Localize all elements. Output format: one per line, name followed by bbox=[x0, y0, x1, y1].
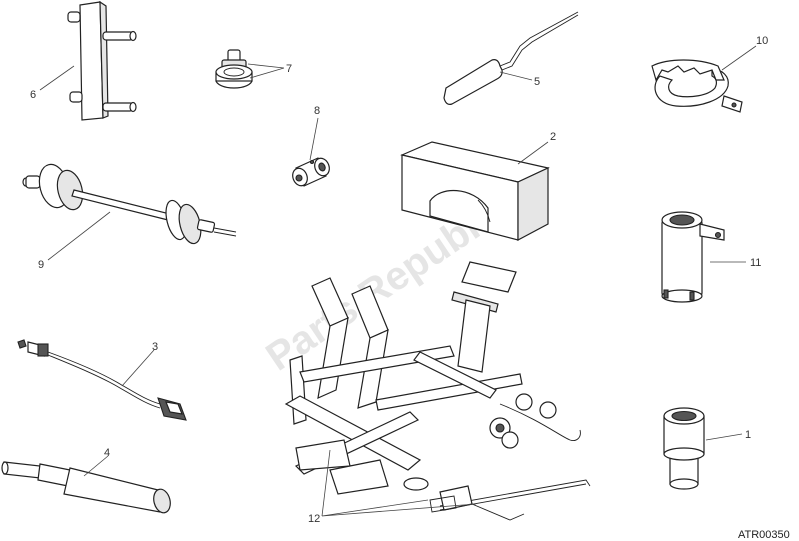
callout-10: 10 bbox=[756, 35, 768, 47]
callout-labels: 6 7 8 5 10 2 9 11 3 1 4 12 ATR00350 bbox=[30, 35, 790, 541]
part-6-pin-bracket bbox=[67, 0, 137, 121]
part-9-puller-rod bbox=[22, 163, 237, 245]
callout-6: 6 bbox=[30, 89, 36, 101]
part-1-socket bbox=[663, 407, 705, 490]
callout-8: 8 bbox=[314, 105, 320, 117]
callout-11: 11 bbox=[750, 257, 761, 269]
callout-7: 7 bbox=[286, 63, 292, 75]
callout-3: 3 bbox=[152, 341, 158, 353]
part-3-wiring-cable bbox=[17, 339, 187, 421]
part-5-probe bbox=[443, 11, 579, 105]
part-8-sleeve bbox=[292, 157, 330, 187]
part-2-support-block bbox=[400, 141, 550, 241]
part-11-holder-tool bbox=[661, 211, 725, 303]
leader-lines bbox=[39, 45, 757, 517]
callout-5: 5 bbox=[534, 76, 540, 88]
callout-2: 2 bbox=[550, 131, 556, 143]
callout-1: 1 bbox=[745, 429, 751, 441]
part-4-drift-tool bbox=[1, 461, 171, 514]
callout-9: 9 bbox=[38, 259, 44, 271]
callout-12: 12 bbox=[308, 513, 320, 525]
callout-4: 4 bbox=[104, 447, 110, 459]
part-10-spanner-ring bbox=[651, 59, 743, 113]
part-7-plug bbox=[215, 49, 253, 89]
part-12-paddock-stand bbox=[284, 261, 591, 521]
diagram-code: ATR00350 bbox=[738, 529, 790, 541]
